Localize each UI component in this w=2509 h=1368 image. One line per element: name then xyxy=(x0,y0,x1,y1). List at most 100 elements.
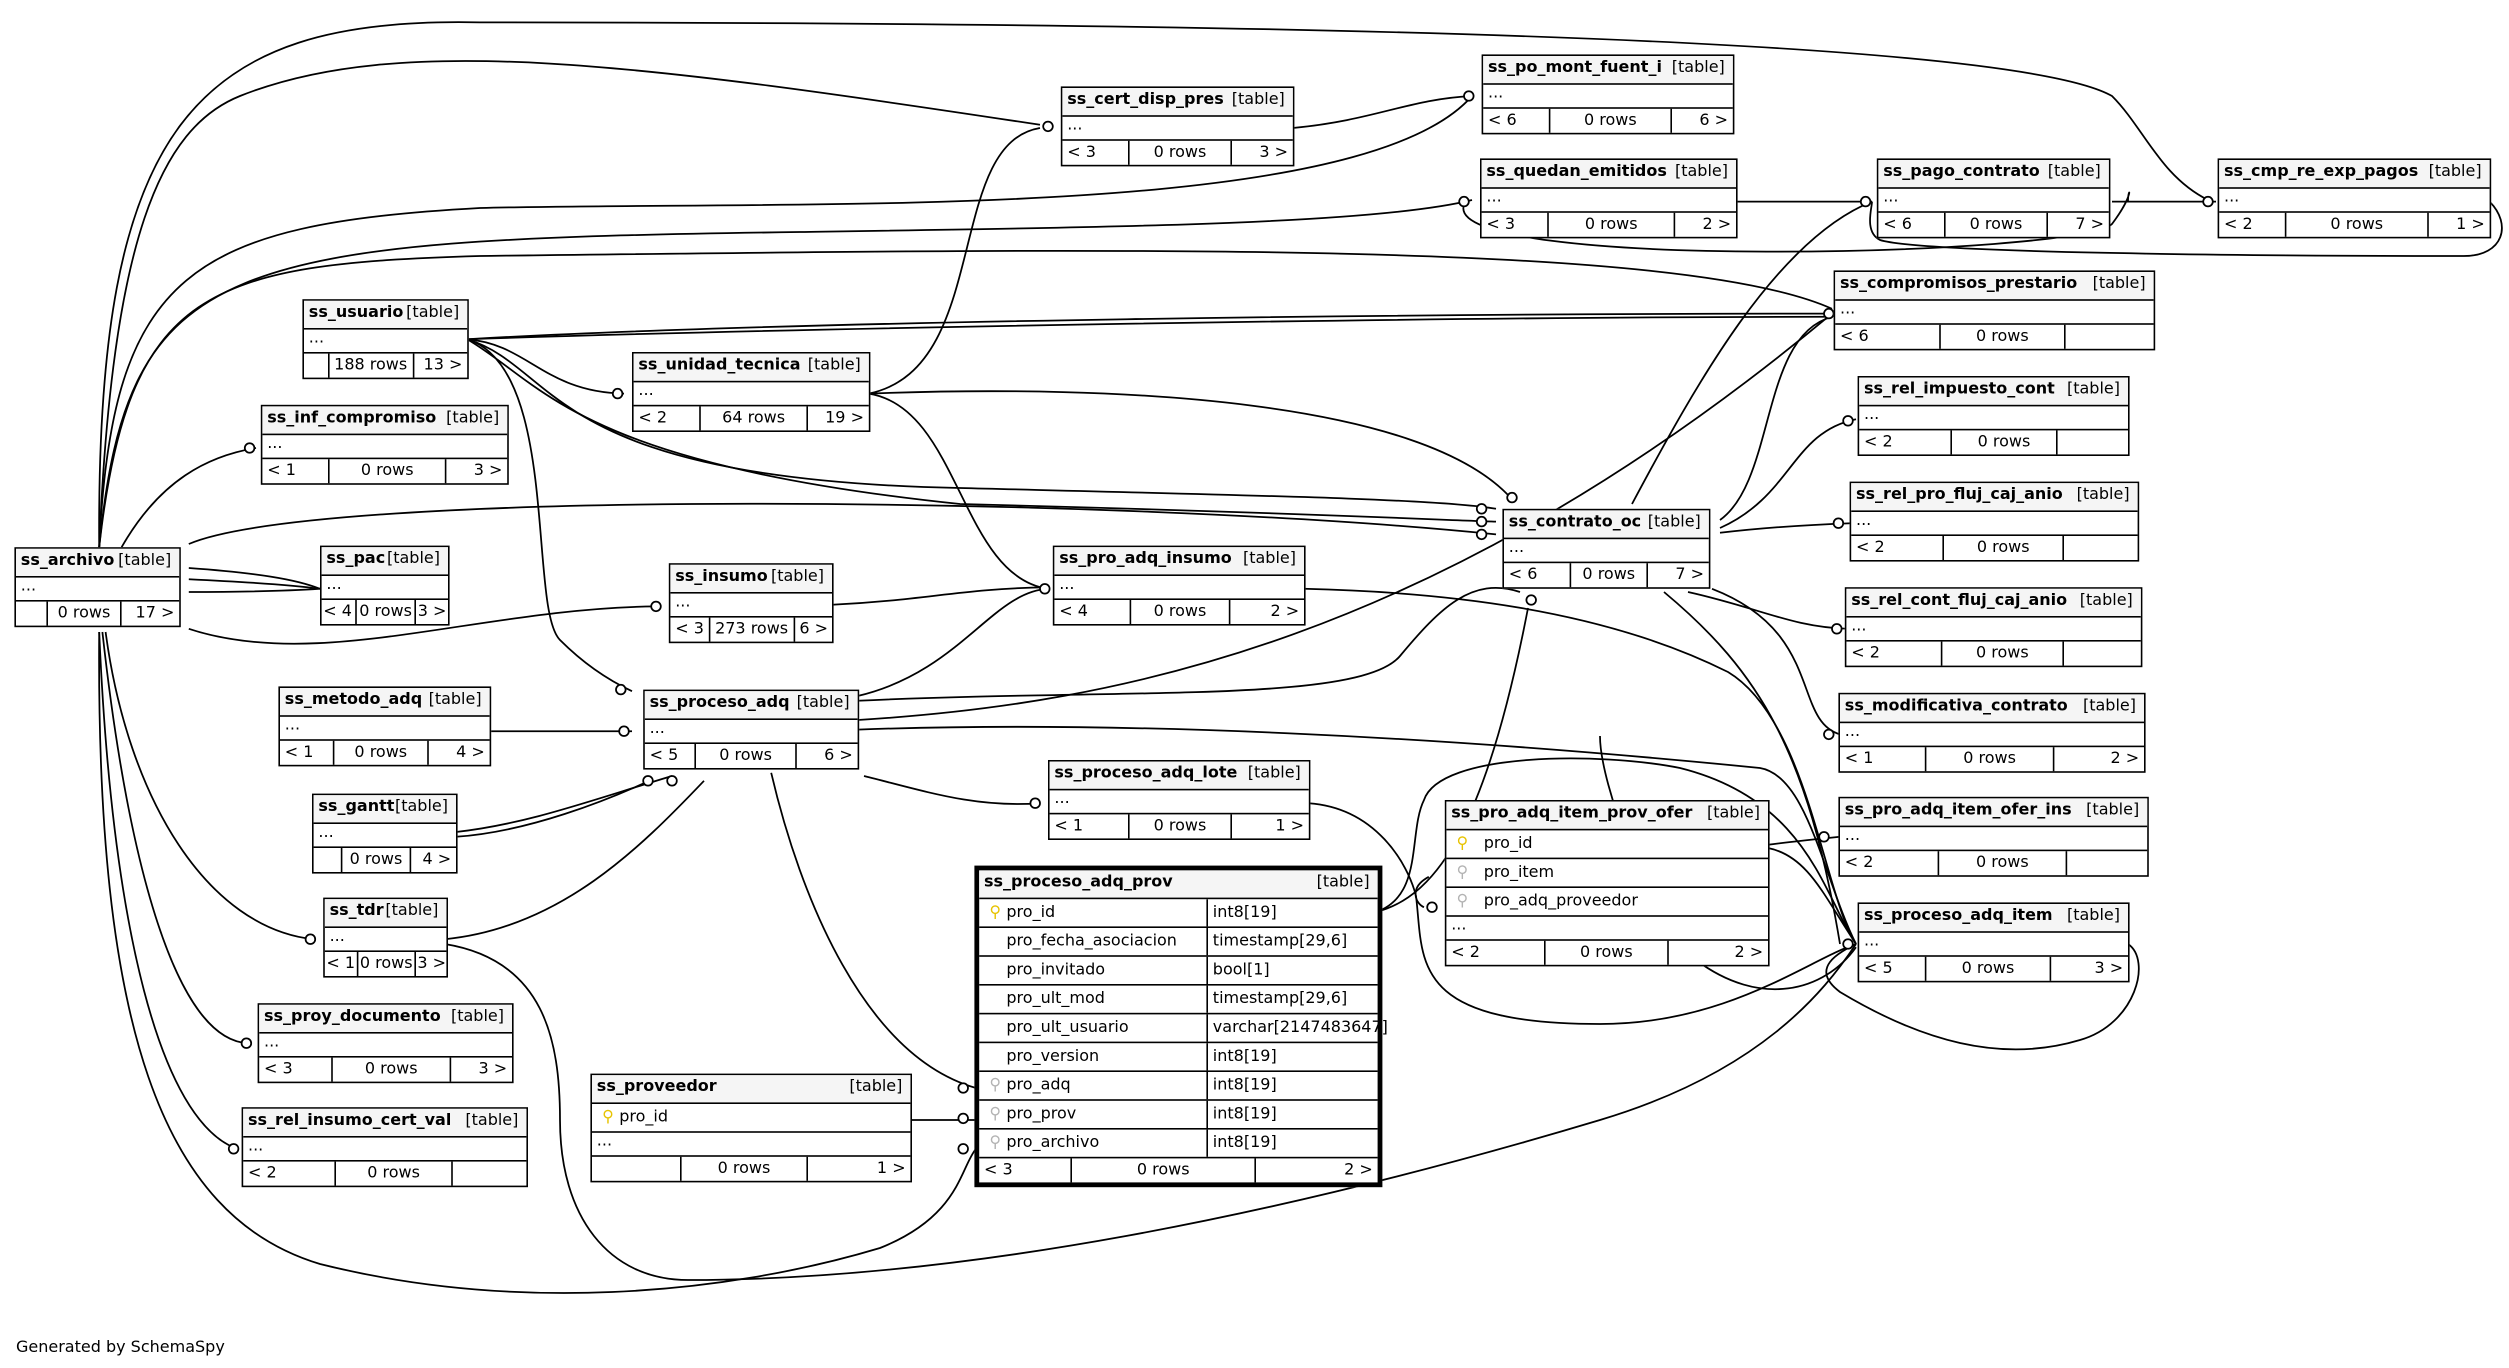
columns-ellipsis: ... xyxy=(633,382,869,407)
foreign-key-icon: ⚲ xyxy=(989,1076,1002,1095)
children-count xyxy=(2067,851,2147,875)
table-type: [table] xyxy=(2047,163,2101,181)
children-count: 3 > xyxy=(2094,960,2124,978)
edge xyxy=(868,127,1041,395)
table-ss-pro-adq-item-prov-ofer[interactable]: ss_pro_adq_item_prov_ofer [table] ⚲ pro_i… xyxy=(1444,800,1770,967)
table-name: ss_rel_cont_fluj_caj_anio xyxy=(1851,592,2068,610)
columns-ellipsis: ... xyxy=(1851,512,2138,536)
parents-count: < 4 xyxy=(322,600,357,624)
columns-ellipsis: ... xyxy=(262,435,508,460)
row-count: 0 rows xyxy=(334,740,429,765)
table-name: ss_proveedor xyxy=(596,1078,717,1096)
columns-ellipsis: ... xyxy=(592,1133,911,1157)
children-count: 4 > xyxy=(456,744,485,762)
column-name: pro_item xyxy=(1483,864,1555,882)
table-type: [table] xyxy=(428,691,482,709)
edge xyxy=(467,338,625,395)
row-count: 0 rows xyxy=(1571,563,1648,588)
edge xyxy=(466,338,1497,523)
parents-count: < 2 xyxy=(1859,430,1952,455)
edge xyxy=(98,95,1473,548)
edge xyxy=(188,567,321,590)
children-count xyxy=(2066,325,2154,349)
row-count: 0 rows xyxy=(1944,536,2064,560)
foreign-key-icon: ⚲ xyxy=(1456,864,1469,882)
columns-ellipsis: ... xyxy=(1049,790,1309,815)
columns-ellipsis: ... xyxy=(243,1138,527,1162)
edge xyxy=(1825,943,2140,1051)
edge xyxy=(857,725,1857,945)
children-count: 2 > xyxy=(1270,603,1300,621)
parents-count: < 3 xyxy=(259,1057,333,1082)
table-name: ss_modificativa_contrato xyxy=(1844,697,2068,716)
table-name: ss_pro_adq_item_ofer_ins xyxy=(1844,801,2072,820)
edge xyxy=(467,312,1833,341)
children-count: 7 > xyxy=(1675,566,1704,584)
table-name: ss_pro_adq_item_prov_ofer xyxy=(1451,804,1693,823)
table-type: [table] xyxy=(807,356,861,375)
parents-count: < 2 xyxy=(1846,641,1943,666)
table-type: [table] xyxy=(2086,801,2140,820)
columns-ellipsis: ... xyxy=(1859,933,2128,957)
edge xyxy=(101,631,249,1045)
edge xyxy=(104,631,314,941)
table-type: [table] xyxy=(849,1078,903,1096)
children-count: 6 > xyxy=(824,747,853,765)
column-type: int8[19] xyxy=(1206,1100,1377,1128)
table-type: [table] xyxy=(118,552,172,570)
edge xyxy=(98,21,2209,548)
parents-count: < 4 xyxy=(1054,600,1132,624)
edge xyxy=(188,587,321,593)
row-count: 0 rows xyxy=(1131,600,1231,624)
parents-count: < 3 xyxy=(979,1158,1072,1183)
edge xyxy=(98,631,238,1150)
table-ss-rel-cont-fluj-caj-anio[interactable]: ss_rel_cont_fluj_caj_anio[table] ... < 2… xyxy=(1844,587,2143,668)
columns-ellipsis: ... xyxy=(304,330,468,354)
table-type: [table] xyxy=(2066,380,2120,399)
table-type: [table] xyxy=(386,550,440,568)
column-name: pro_id xyxy=(619,1108,668,1127)
edge xyxy=(444,943,1857,1281)
table-name: ss_inf_compromiso xyxy=(267,409,437,428)
edge xyxy=(455,778,654,838)
primary-key-icon: ⚲ xyxy=(1456,835,1469,853)
foreign-key-icon: ⚲ xyxy=(1456,892,1469,911)
column-name: pro_id xyxy=(1483,835,1533,853)
children-count xyxy=(2064,536,2138,560)
parents-count: < 6 xyxy=(1878,212,1946,237)
table-type: [table] xyxy=(1706,804,1760,823)
children-count: 19 > xyxy=(825,409,864,428)
column-row: ⚲pro_id xyxy=(592,1104,911,1133)
